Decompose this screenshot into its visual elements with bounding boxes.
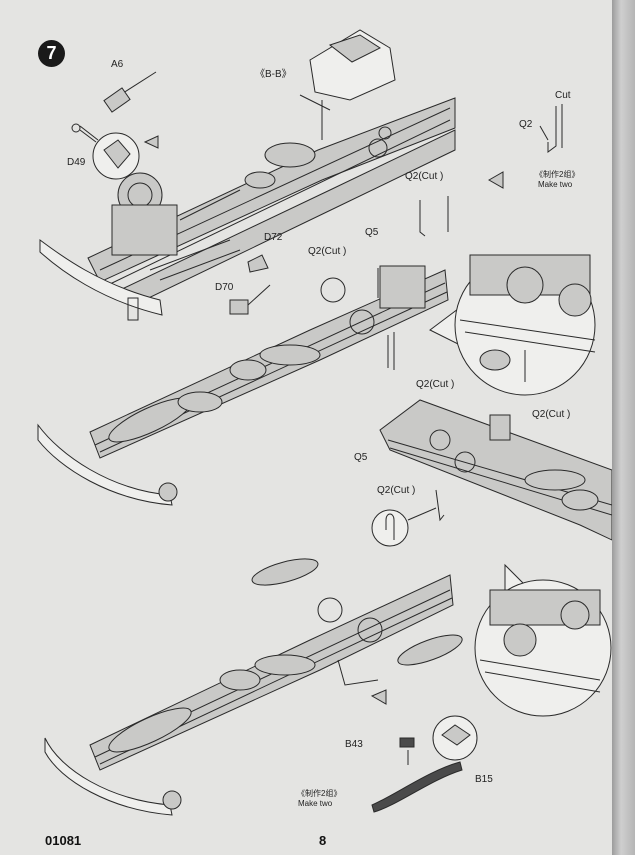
label-d72: D72 <box>264 232 283 243</box>
chassis-bottom <box>44 558 463 816</box>
detail-bubble-1 <box>429 254 596 396</box>
label-q2: Q2 <box>519 119 533 130</box>
label-q2-cut-right: Q2(Cut ) <box>532 409 571 420</box>
label-q2-cut-mid: Q2(Cut ) <box>308 246 347 257</box>
page-number: 8 <box>319 833 327 848</box>
label-a6: A6 <box>111 59 124 70</box>
label-q2-cut-top: Q2(Cut ) <box>405 171 444 182</box>
detail-bubble-2 <box>474 563 612 717</box>
label-q5-mid: Q5 <box>354 452 368 463</box>
step-number-badge: 7 <box>38 40 65 67</box>
label-make-two-1: Make two <box>538 180 573 189</box>
label-make-two-2: Make two <box>298 799 333 808</box>
label-make-two-cn-1: 《制作2组》 <box>535 170 580 179</box>
assembly-drawing <box>37 29 612 816</box>
chassis-right-section <box>379 399 612 541</box>
parts-b43-b15 <box>371 715 478 813</box>
q2-hook-detail <box>371 507 437 547</box>
label-q2-cut-detail: Q2(Cut ) <box>377 485 416 496</box>
label-d49: D49 <box>67 157 86 168</box>
next-page-edge <box>612 0 635 855</box>
label-b15: B15 <box>475 774 493 785</box>
part-a6 <box>71 71 157 180</box>
chassis-top <box>39 29 456 321</box>
label-q2-cut-lower: Q2(Cut ) <box>416 379 455 390</box>
label-d70: D70 <box>215 282 234 293</box>
label-bb: 《B-B》 <box>255 69 292 80</box>
chassis-middle <box>37 265 449 506</box>
kit-number: 01081 <box>45 833 82 848</box>
direction-arrows <box>143 135 504 705</box>
label-q5-top: Q5 <box>365 227 379 238</box>
label-b43: B43 <box>345 739 363 750</box>
label-make-two-cn-2: 《制作2组》 <box>297 789 342 798</box>
part-q2-cut <box>377 104 563 522</box>
label-cut: Cut <box>555 90 571 101</box>
